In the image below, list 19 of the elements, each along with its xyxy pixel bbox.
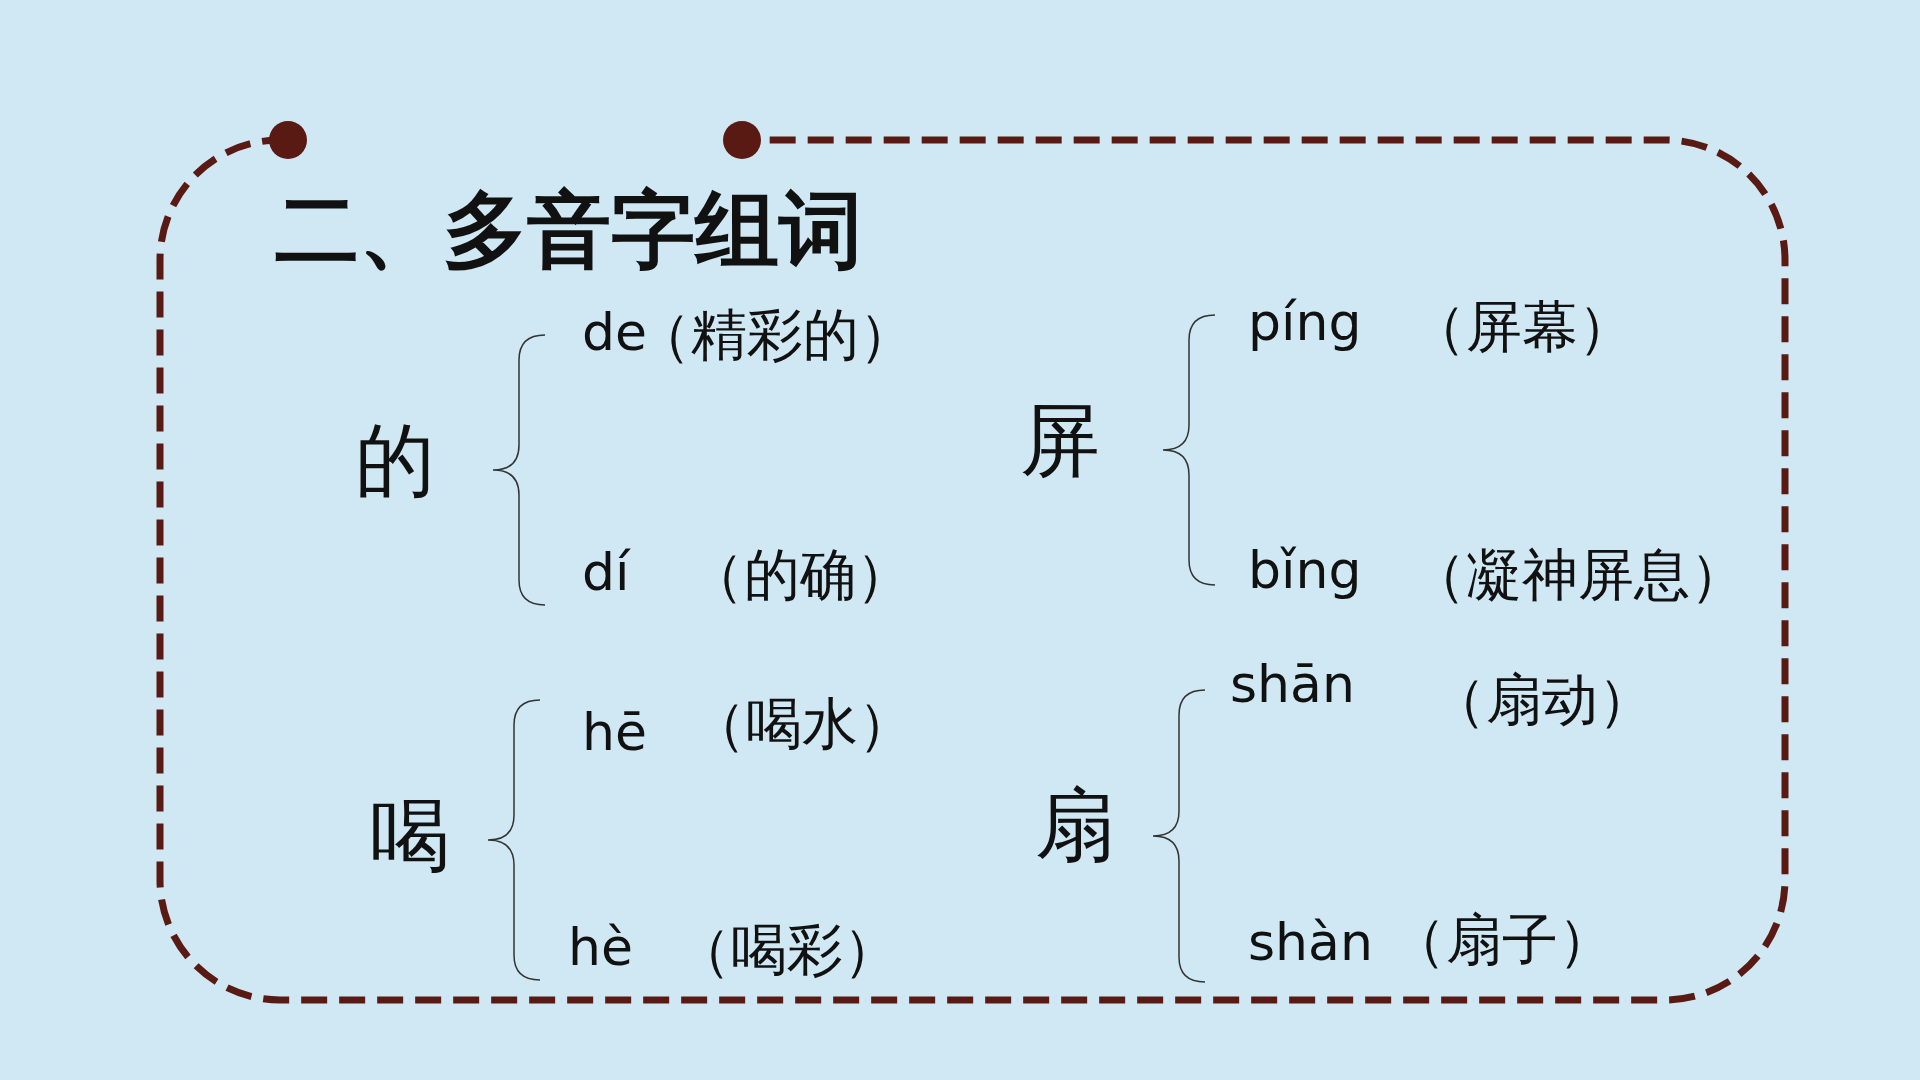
pinyin-text: shàn <box>1248 916 1373 969</box>
pinyin-text: dí <box>582 546 630 599</box>
character: 扇 <box>1035 786 1115 866</box>
character: 喝 <box>370 796 450 876</box>
example-word: （凝神屏息） <box>1410 547 1746 604</box>
character: 的 <box>355 421 435 501</box>
character: 屏 <box>1020 401 1100 481</box>
example-word: （的确） <box>688 547 912 604</box>
pinyin-text: hē <box>582 706 647 759</box>
slide-title: 二、多音字组词 <box>275 188 863 272</box>
pinyin-text: píng <box>1248 296 1362 349</box>
example-word: （喝水） <box>690 696 914 753</box>
example-word: （扇动） <box>1430 672 1654 729</box>
example-word: （喝彩） <box>675 922 899 979</box>
example-word: （屏幕） <box>1410 299 1634 356</box>
example-word: （扇子） <box>1390 912 1614 969</box>
pinyin-text: bǐng <box>1248 544 1362 597</box>
pinyin-text: hè <box>568 921 633 974</box>
pinyin-text: shān <box>1230 658 1355 711</box>
